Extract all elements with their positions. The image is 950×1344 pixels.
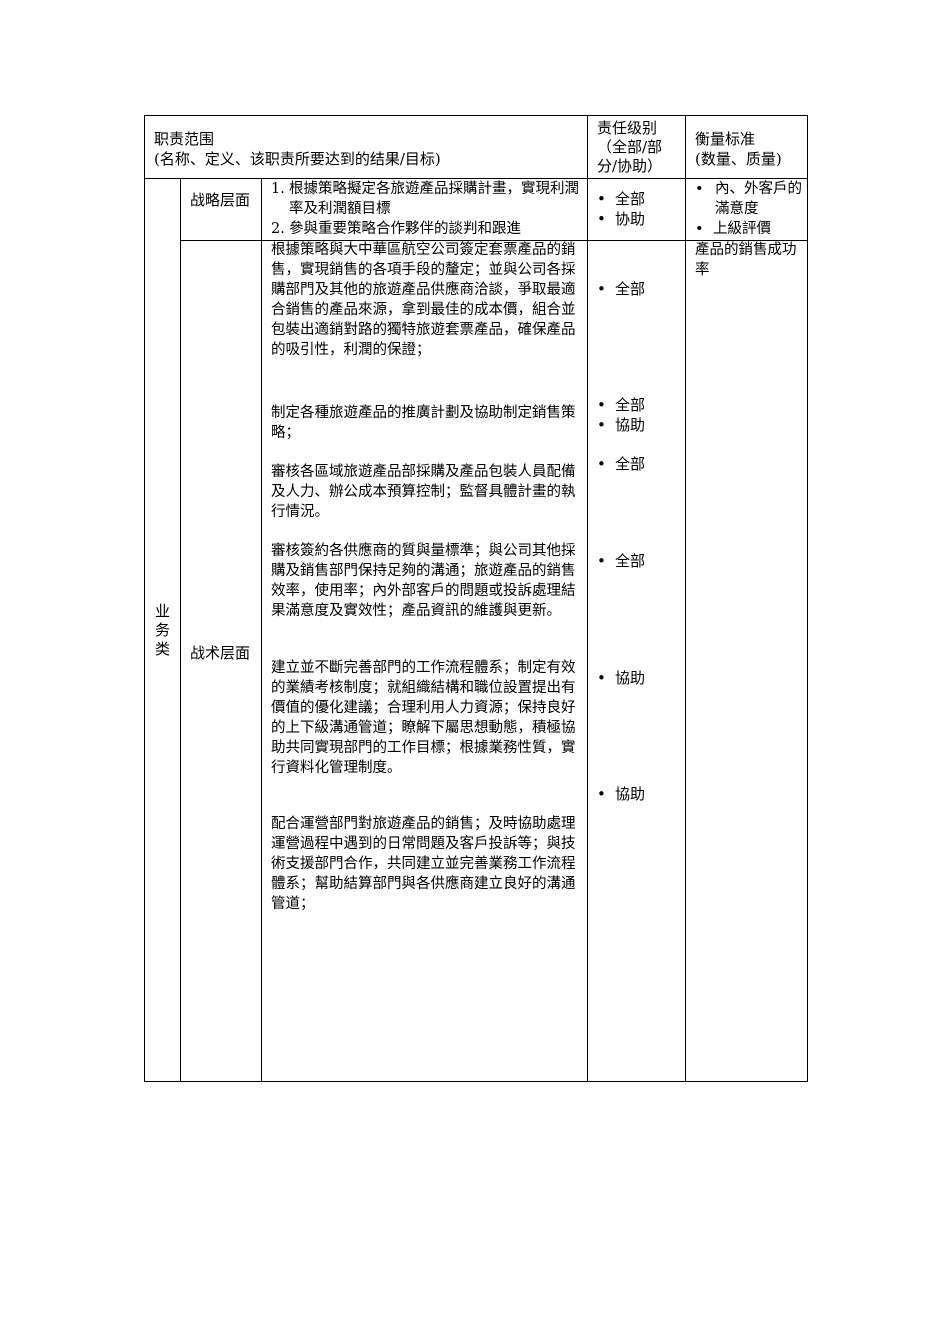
tactical-level-5: •全部 [597,552,646,570]
tactical-level-2: •全部 [597,396,646,414]
strategic-item-1: 1.根據策略擬定各旅遊產品採購計畫，實現利潤率及利潤額目標 [271,181,579,217]
header-divider [145,178,807,179]
tactical-paragraph-6: 配合運營部門對旅遊產品的銷售；及時協助處理運營過程中遇到的日常問題及客戶投訴等；… [271,816,576,912]
level-title: 责任级别 [597,119,658,137]
level-subtitle-1: （全部/部 [597,138,663,156]
level-divider [685,116,686,1081]
measure-subtitle: (数量、质量) [695,150,782,168]
layer-divider [261,178,262,1081]
level-subtitle-2: 分/协助） [597,157,663,175]
responsibility-table: 职责范围 (名称、定义、该职责所要达到的结果/目标) 责任级别 （全部/部 分/… [144,115,808,1082]
scope-subtitle: (名称、定义、该职责所要达到的结果/目标) [154,150,441,168]
strategic-measure-1: •內、外客戶的滿意度 [695,181,802,217]
strategic-items: 1.根據策略擬定各旅遊產品採購計畫，實現利潤率及利潤額目標 2.參與重要策略合作… [271,179,579,239]
tactical-label: 战术层面 [190,644,251,662]
strategic-item-2: 2.參與重要策略合作夥伴的談判和跟進 [271,221,521,237]
measure-header: 衡量标准 (数量、质量) [695,129,805,169]
tactical-paragraph-2: 制定各種旅遊產品的推廣計劃及協助制定銷售策略； [271,405,576,441]
strategic-level-1: •全部 [597,190,646,208]
measure-title: 衡量标准 [695,130,756,148]
tactical-level-7: •協助 [597,785,646,803]
tactical-paragraph-3: 審核各區域旅遊產品部採購及產品包裝人員配備及人力、辦公成本預算控制；監督具體計畫… [271,464,576,520]
tactical-level-6: •協助 [597,669,646,687]
tactical-level-3: •協助 [597,416,646,434]
strategic-measure-2: •上級評價 [695,221,771,237]
tactical-paragraph-1: 根據策略與大中華區航空公司簽定套票產品的銷售，實現銷售的各項手段的釐定；並與公司… [271,242,576,358]
tactical-level-4: •全部 [597,455,646,473]
tactical-measure: 產品的銷售成功率 [695,242,797,278]
tactical-level-1: •全部 [597,280,646,298]
tactical-paragraph-4: 審核簽約各供應商的質與量標準；與公司其他採購及銷售部門保持足夠的溝通；旅遊產品的… [271,543,576,619]
strategic-divider [180,240,807,241]
level-header: 责任级别 （全部/部 分/协助） [597,119,683,176]
scope-divider [587,116,588,1081]
category-label: 业 务 类 [154,602,170,658]
category-divider [180,178,181,1081]
strategic-label: 战略层面 [190,191,251,209]
scope-title: 职责范围 [154,130,215,148]
strategic-level-2: •协助 [597,210,646,228]
tactical-paragraph-5: 建立並不斷完善部門的工作流程體系；制定有效的業績考核制度；就組織結構和職位設置提… [271,660,576,776]
scope-header: 职责范围 (名称、定义、该职责所要达到的结果/目标) [154,129,574,169]
